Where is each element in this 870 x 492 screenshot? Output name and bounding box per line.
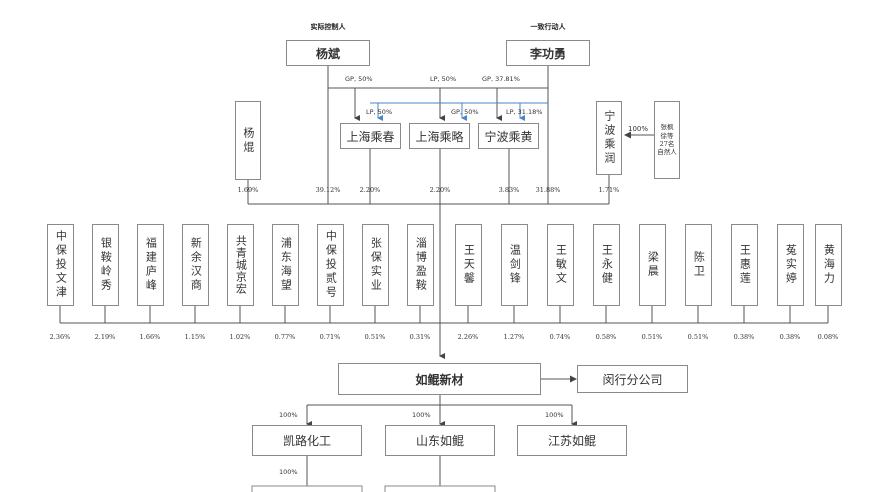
shareholder-box: 陈卫 bbox=[685, 224, 712, 306]
sub-pct: 100% bbox=[279, 411, 298, 419]
shareholder-name: 银鞍岭秀 bbox=[99, 237, 113, 293]
shareholder-box: 黄海力 bbox=[815, 224, 842, 306]
lp-ningbo-huang: 宁波乘黄 bbox=[478, 123, 539, 149]
shareholder-pct: 0.51% bbox=[687, 333, 709, 341]
shareholder-name: 黄海力 bbox=[822, 244, 836, 286]
shareholder-box: 淄博盈鞍 bbox=[407, 224, 434, 306]
yang-kun-box: 杨焜 bbox=[235, 101, 261, 180]
shareholder-pct: 1.66% bbox=[139, 333, 161, 341]
shareholder-box: 王敏文 bbox=[547, 224, 574, 306]
yang-kun-label: 杨焜 bbox=[241, 126, 255, 155]
shareholder-box: 王惠莲 bbox=[731, 224, 758, 306]
edge-label-gp37: GP, 37.81% bbox=[482, 75, 520, 83]
shareholder-pct: 1.27% bbox=[503, 333, 525, 341]
shareholder-name: 共青城京宏 bbox=[234, 235, 248, 295]
branch-box: 闵行分公司 bbox=[577, 365, 688, 393]
pct-li-gongyong: 31.88% bbox=[535, 186, 561, 194]
subsidiary-box: 江苏如鲲 bbox=[517, 425, 627, 456]
shareholder-box: 银鞍岭秀 bbox=[92, 224, 119, 306]
shareholder-name: 陈卫 bbox=[692, 251, 706, 279]
pct-yang-kun: 1.69% bbox=[237, 186, 259, 194]
pct-chenglue: 2.20% bbox=[429, 186, 451, 194]
shareholder-pct: 0.74% bbox=[549, 333, 571, 341]
shareholder-pct: 0.58% bbox=[595, 333, 617, 341]
natural-people-label: 张枫 徐等 27名 自然人 bbox=[657, 123, 677, 157]
shareholder-name: 福建庐峰 bbox=[144, 237, 158, 293]
lp-shanghai-chunchun: 上海乘春 bbox=[340, 123, 401, 149]
edge-label-lp50: LP, 50% bbox=[430, 75, 457, 83]
shareholder-name: 王惠莲 bbox=[738, 244, 752, 286]
shareholder-pct: 0.51% bbox=[364, 333, 386, 341]
shareholder-box: 新余汉商 bbox=[182, 224, 209, 306]
shareholder-name: 中保投文津 bbox=[54, 230, 68, 300]
concert-role-label: 一致行动人 bbox=[530, 22, 566, 31]
sub-pct: 100% bbox=[545, 411, 564, 419]
shareholder-pct: 0.38% bbox=[733, 333, 755, 341]
edge-label-gp50b: GP, 50% bbox=[451, 108, 479, 116]
edge-label-natural-100: 100% bbox=[628, 125, 649, 133]
shareholder-box: 中保投贰号 bbox=[317, 224, 344, 306]
li-gongyong-box: 李功勇 bbox=[506, 40, 590, 66]
shareholder-box: 张保实业 bbox=[362, 224, 389, 306]
edge-label-lp50b: LP, 50% bbox=[366, 108, 393, 116]
pct-ningbo-run: 1.71% bbox=[598, 186, 620, 194]
edge-label-lp31: LP, 31.18% bbox=[506, 108, 543, 116]
lp-shanghai-chenglue: 上海乘略 bbox=[409, 123, 470, 149]
shareholder-name: 张保实业 bbox=[369, 237, 383, 293]
subsidiary-box: 凯路化工 bbox=[252, 425, 362, 456]
sub-pct: 100% bbox=[279, 468, 298, 476]
shareholder-box: 梁晨 bbox=[639, 224, 666, 306]
subsidiary-box: 山东如鲲 bbox=[385, 425, 495, 456]
shareholder-pct: 0.77% bbox=[274, 333, 296, 341]
shareholder-box: 共青城京宏 bbox=[227, 224, 254, 306]
shareholder-pct: 2.36% bbox=[49, 333, 71, 341]
shareholder-box: 菟实婷 bbox=[777, 224, 804, 306]
shareholder-pct: 0.38% bbox=[779, 333, 801, 341]
shareholder-name: 淄博盈鞍 bbox=[414, 237, 428, 293]
shareholder-pct: 0.31% bbox=[409, 333, 431, 341]
shareholder-pct: 1.15% bbox=[184, 333, 206, 341]
shareholder-box: 中保投文津 bbox=[47, 224, 74, 306]
shareholder-box: 王永健 bbox=[593, 224, 620, 306]
shareholder-box: 温剑锋 bbox=[501, 224, 528, 306]
pct-ningbo-huang: 3.83% bbox=[498, 186, 520, 194]
ningbo-run-box: 宁波乘润 bbox=[596, 101, 622, 175]
edge-label-gp50: GP, 50% bbox=[345, 75, 373, 83]
shareholder-pct: 0.71% bbox=[319, 333, 341, 341]
pct-yang-bin: 39.12% bbox=[315, 186, 341, 194]
shareholder-name: 新余汉商 bbox=[189, 237, 203, 293]
shareholder-name: 王永健 bbox=[600, 244, 614, 286]
shareholder-pct: 1.02% bbox=[229, 333, 251, 341]
controller-role-label: 实际控制人 bbox=[310, 22, 346, 31]
shareholder-pct: 2.19% bbox=[94, 333, 116, 341]
yang-bin-box: 杨斌 bbox=[286, 40, 370, 66]
shareholder-name: 温剑锋 bbox=[508, 244, 522, 286]
shareholder-pct: 2.26% bbox=[457, 333, 479, 341]
shareholder-pct: 0.08% bbox=[817, 333, 839, 341]
shareholder-name: 中保投贰号 bbox=[324, 230, 338, 300]
shareholder-pct: 0.51% bbox=[641, 333, 663, 341]
company-box: 如鲲新材 bbox=[338, 363, 541, 395]
pct-chunchun: 2.20% bbox=[359, 186, 381, 194]
shareholder-name: 菟实婷 bbox=[784, 244, 798, 286]
sub-pct: 100% bbox=[412, 411, 431, 419]
ningbo-run-label: 宁波乘润 bbox=[602, 110, 616, 166]
shareholder-name: 王天馨 bbox=[462, 244, 476, 286]
shareholder-box: 浦东海望 bbox=[272, 224, 299, 306]
shareholder-box: 王天馨 bbox=[455, 224, 482, 306]
shareholder-name: 王敏文 bbox=[554, 244, 568, 286]
shareholder-name: 梁晨 bbox=[646, 251, 660, 279]
natural-people-box: 张枫 徐等 27名 自然人 bbox=[654, 101, 680, 179]
shareholder-box: 福建庐峰 bbox=[137, 224, 164, 306]
shareholder-name: 浦东海望 bbox=[279, 237, 293, 293]
